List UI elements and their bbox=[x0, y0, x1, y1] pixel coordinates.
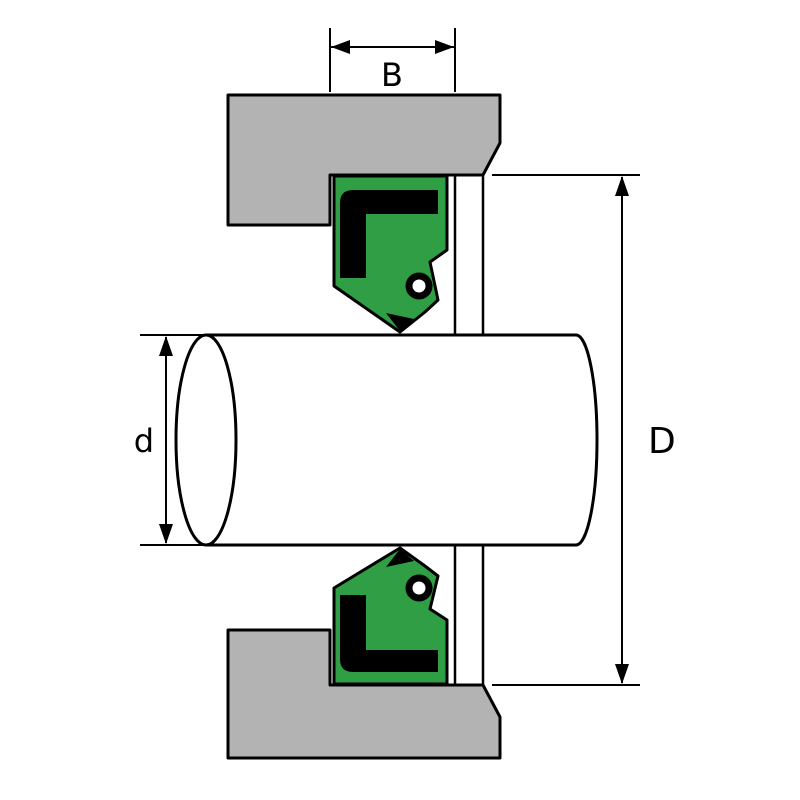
shaft-end-right bbox=[575, 333, 599, 547]
seal-lip-upper bbox=[386, 313, 414, 331]
seal-case-upper bbox=[340, 190, 438, 278]
seal-upper bbox=[332, 174, 449, 334]
d-arrow-down-icon bbox=[159, 524, 173, 544]
b-arrow-left-icon bbox=[331, 40, 350, 54]
seal-lower bbox=[332, 546, 449, 686]
b-arrow-right-icon bbox=[435, 40, 454, 54]
b-label: B bbox=[381, 56, 403, 94]
shaft-body bbox=[206, 336, 576, 544]
garter-spring-lower-icon bbox=[405, 574, 433, 602]
dimension-outer-d: D bbox=[492, 174, 676, 686]
outer-d-label: D bbox=[648, 421, 676, 462]
dimension-d: d bbox=[134, 334, 204, 546]
d-label: d bbox=[134, 422, 154, 460]
d-arrow-up-icon bbox=[159, 336, 173, 356]
seal-lip-lower bbox=[386, 549, 414, 567]
outer-d-arrow-down-icon bbox=[615, 664, 629, 684]
dimension-b: B bbox=[329, 28, 456, 94]
outer-d-arrow-up-icon bbox=[615, 176, 629, 196]
garter-spring-upper-icon bbox=[405, 272, 433, 300]
shaft-end-left bbox=[174, 333, 238, 547]
shaft bbox=[174, 333, 599, 547]
seal-case-lower bbox=[340, 595, 438, 672]
